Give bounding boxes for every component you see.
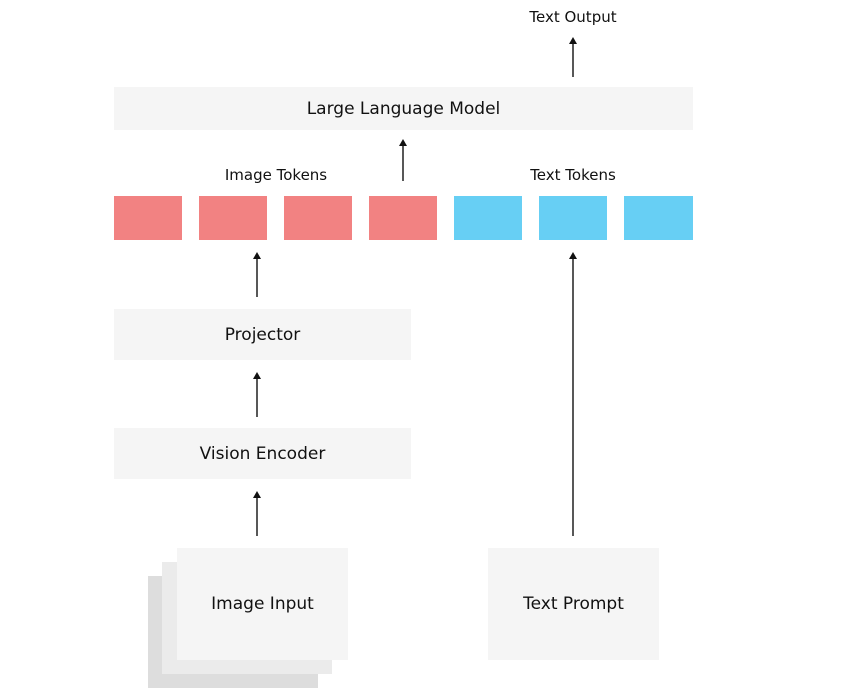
- text-token: [454, 196, 522, 240]
- text-prompt-box: Text Prompt: [488, 548, 659, 660]
- vision-encoder-label: Vision Encoder: [199, 443, 326, 464]
- llm-label: Large Language Model: [306, 98, 501, 119]
- projector-box: Projector: [114, 309, 411, 360]
- text-tokens-label: Text Tokens: [530, 166, 616, 184]
- text-output-label: Text Output: [529, 8, 617, 26]
- image-token: [199, 196, 267, 240]
- llm-box: Large Language Model: [114, 87, 693, 130]
- image-token: [114, 196, 182, 240]
- image-token: [369, 196, 437, 240]
- text-token: [624, 196, 693, 240]
- text-prompt-label: Text Prompt: [523, 594, 624, 614]
- image-input-box: Image Input: [177, 548, 348, 660]
- image-token: [284, 196, 352, 240]
- image-tokens-label: Image Tokens: [224, 166, 328, 184]
- image-input-label: Image Input: [211, 594, 314, 614]
- projector-label: Projector: [224, 324, 301, 345]
- vision-encoder-box: Vision Encoder: [114, 428, 411, 479]
- text-token: [539, 196, 607, 240]
